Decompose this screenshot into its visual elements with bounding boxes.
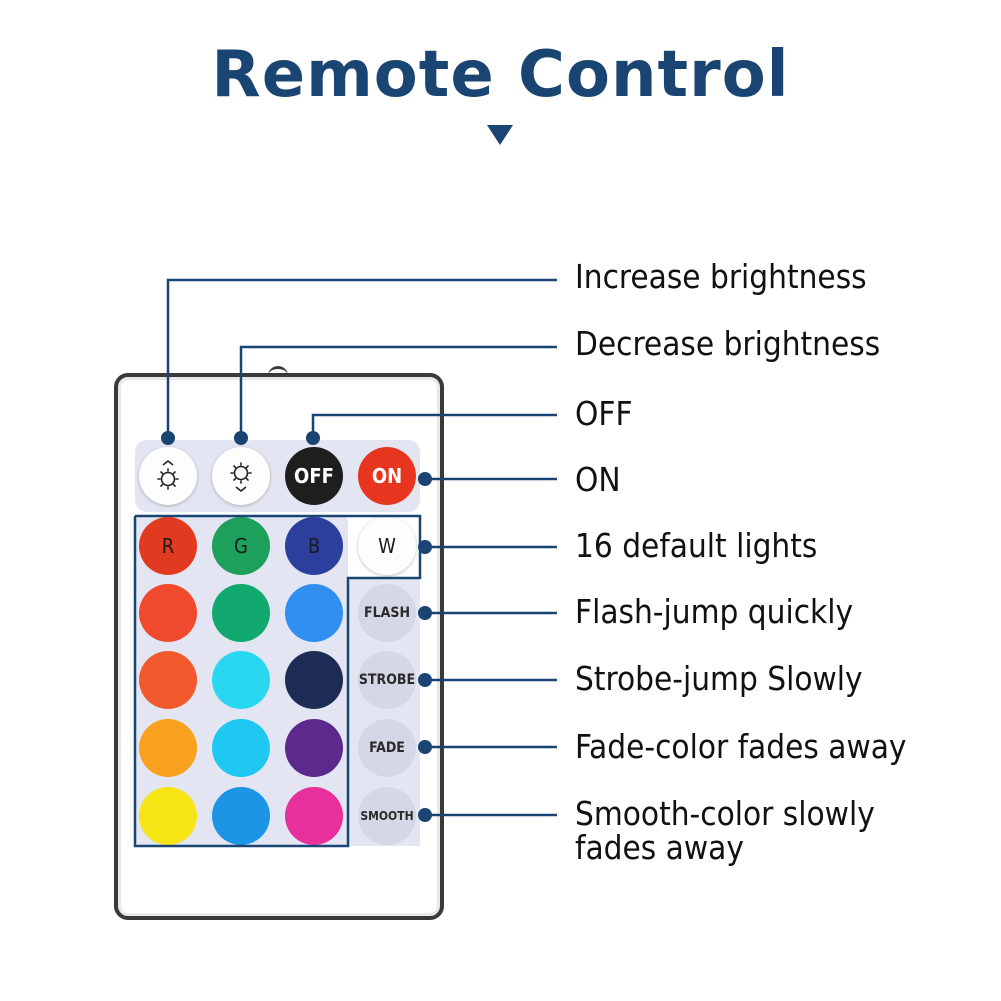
caption-flash: Flash-jump quickly	[575, 592, 854, 631]
page-title: Remote Control	[211, 38, 790, 112]
color-button-r1-c0[interactable]	[139, 584, 197, 642]
strobe-button[interactable]: STROBE	[358, 651, 416, 709]
color-button-r2-c2[interactable]	[285, 651, 343, 709]
color-button-r3-c2[interactable]	[285, 719, 343, 777]
brightness-down-button[interactable]	[212, 447, 270, 505]
white-button[interactable]: W	[358, 517, 416, 575]
caption-default-lights: 16 default lights	[575, 526, 818, 565]
color-button-r1-c1[interactable]	[212, 584, 270, 642]
brightness-up-button[interactable]	[139, 447, 197, 505]
caption-off: OFF	[575, 394, 633, 433]
caption-increase-brightness: Increase brightness	[575, 257, 867, 296]
green-button[interactable]: G	[212, 517, 270, 575]
off-button[interactable]: OFF	[285, 447, 343, 505]
color-button-r2-c1[interactable]	[212, 651, 270, 709]
flash-button[interactable]: FLASH	[358, 584, 416, 642]
color-button-r4-c0[interactable]	[139, 787, 197, 845]
caption-decrease-brightness: Decrease brightness	[575, 324, 881, 363]
brightness-increase-icon	[157, 459, 179, 490]
caption-fade: Fade-color fades away	[575, 727, 907, 766]
caption-on: ON	[575, 460, 621, 499]
title-down-arrow-icon	[487, 125, 513, 145]
caption-strobe: Strobe-jump Slowly	[575, 659, 863, 698]
smooth-button[interactable]: SMOOTH	[358, 787, 416, 845]
caption-smooth-line1: Smooth-color slowly	[575, 794, 875, 833]
color-button-r3-c1[interactable]	[212, 719, 270, 777]
red-button[interactable]: R	[139, 517, 197, 575]
color-button-r4-c2[interactable]	[285, 787, 343, 845]
caption-smooth-line2: fades away	[575, 828, 744, 867]
color-button-r1-c2[interactable]	[285, 584, 343, 642]
brightness-decrease-icon	[230, 462, 252, 493]
fade-button[interactable]: FADE	[358, 719, 416, 777]
color-button-r4-c1[interactable]	[212, 787, 270, 845]
on-button[interactable]: ON	[358, 447, 416, 505]
color-button-r2-c0[interactable]	[139, 651, 197, 709]
color-button-r3-c0[interactable]	[139, 719, 197, 777]
blue-button[interactable]: B	[285, 517, 343, 575]
